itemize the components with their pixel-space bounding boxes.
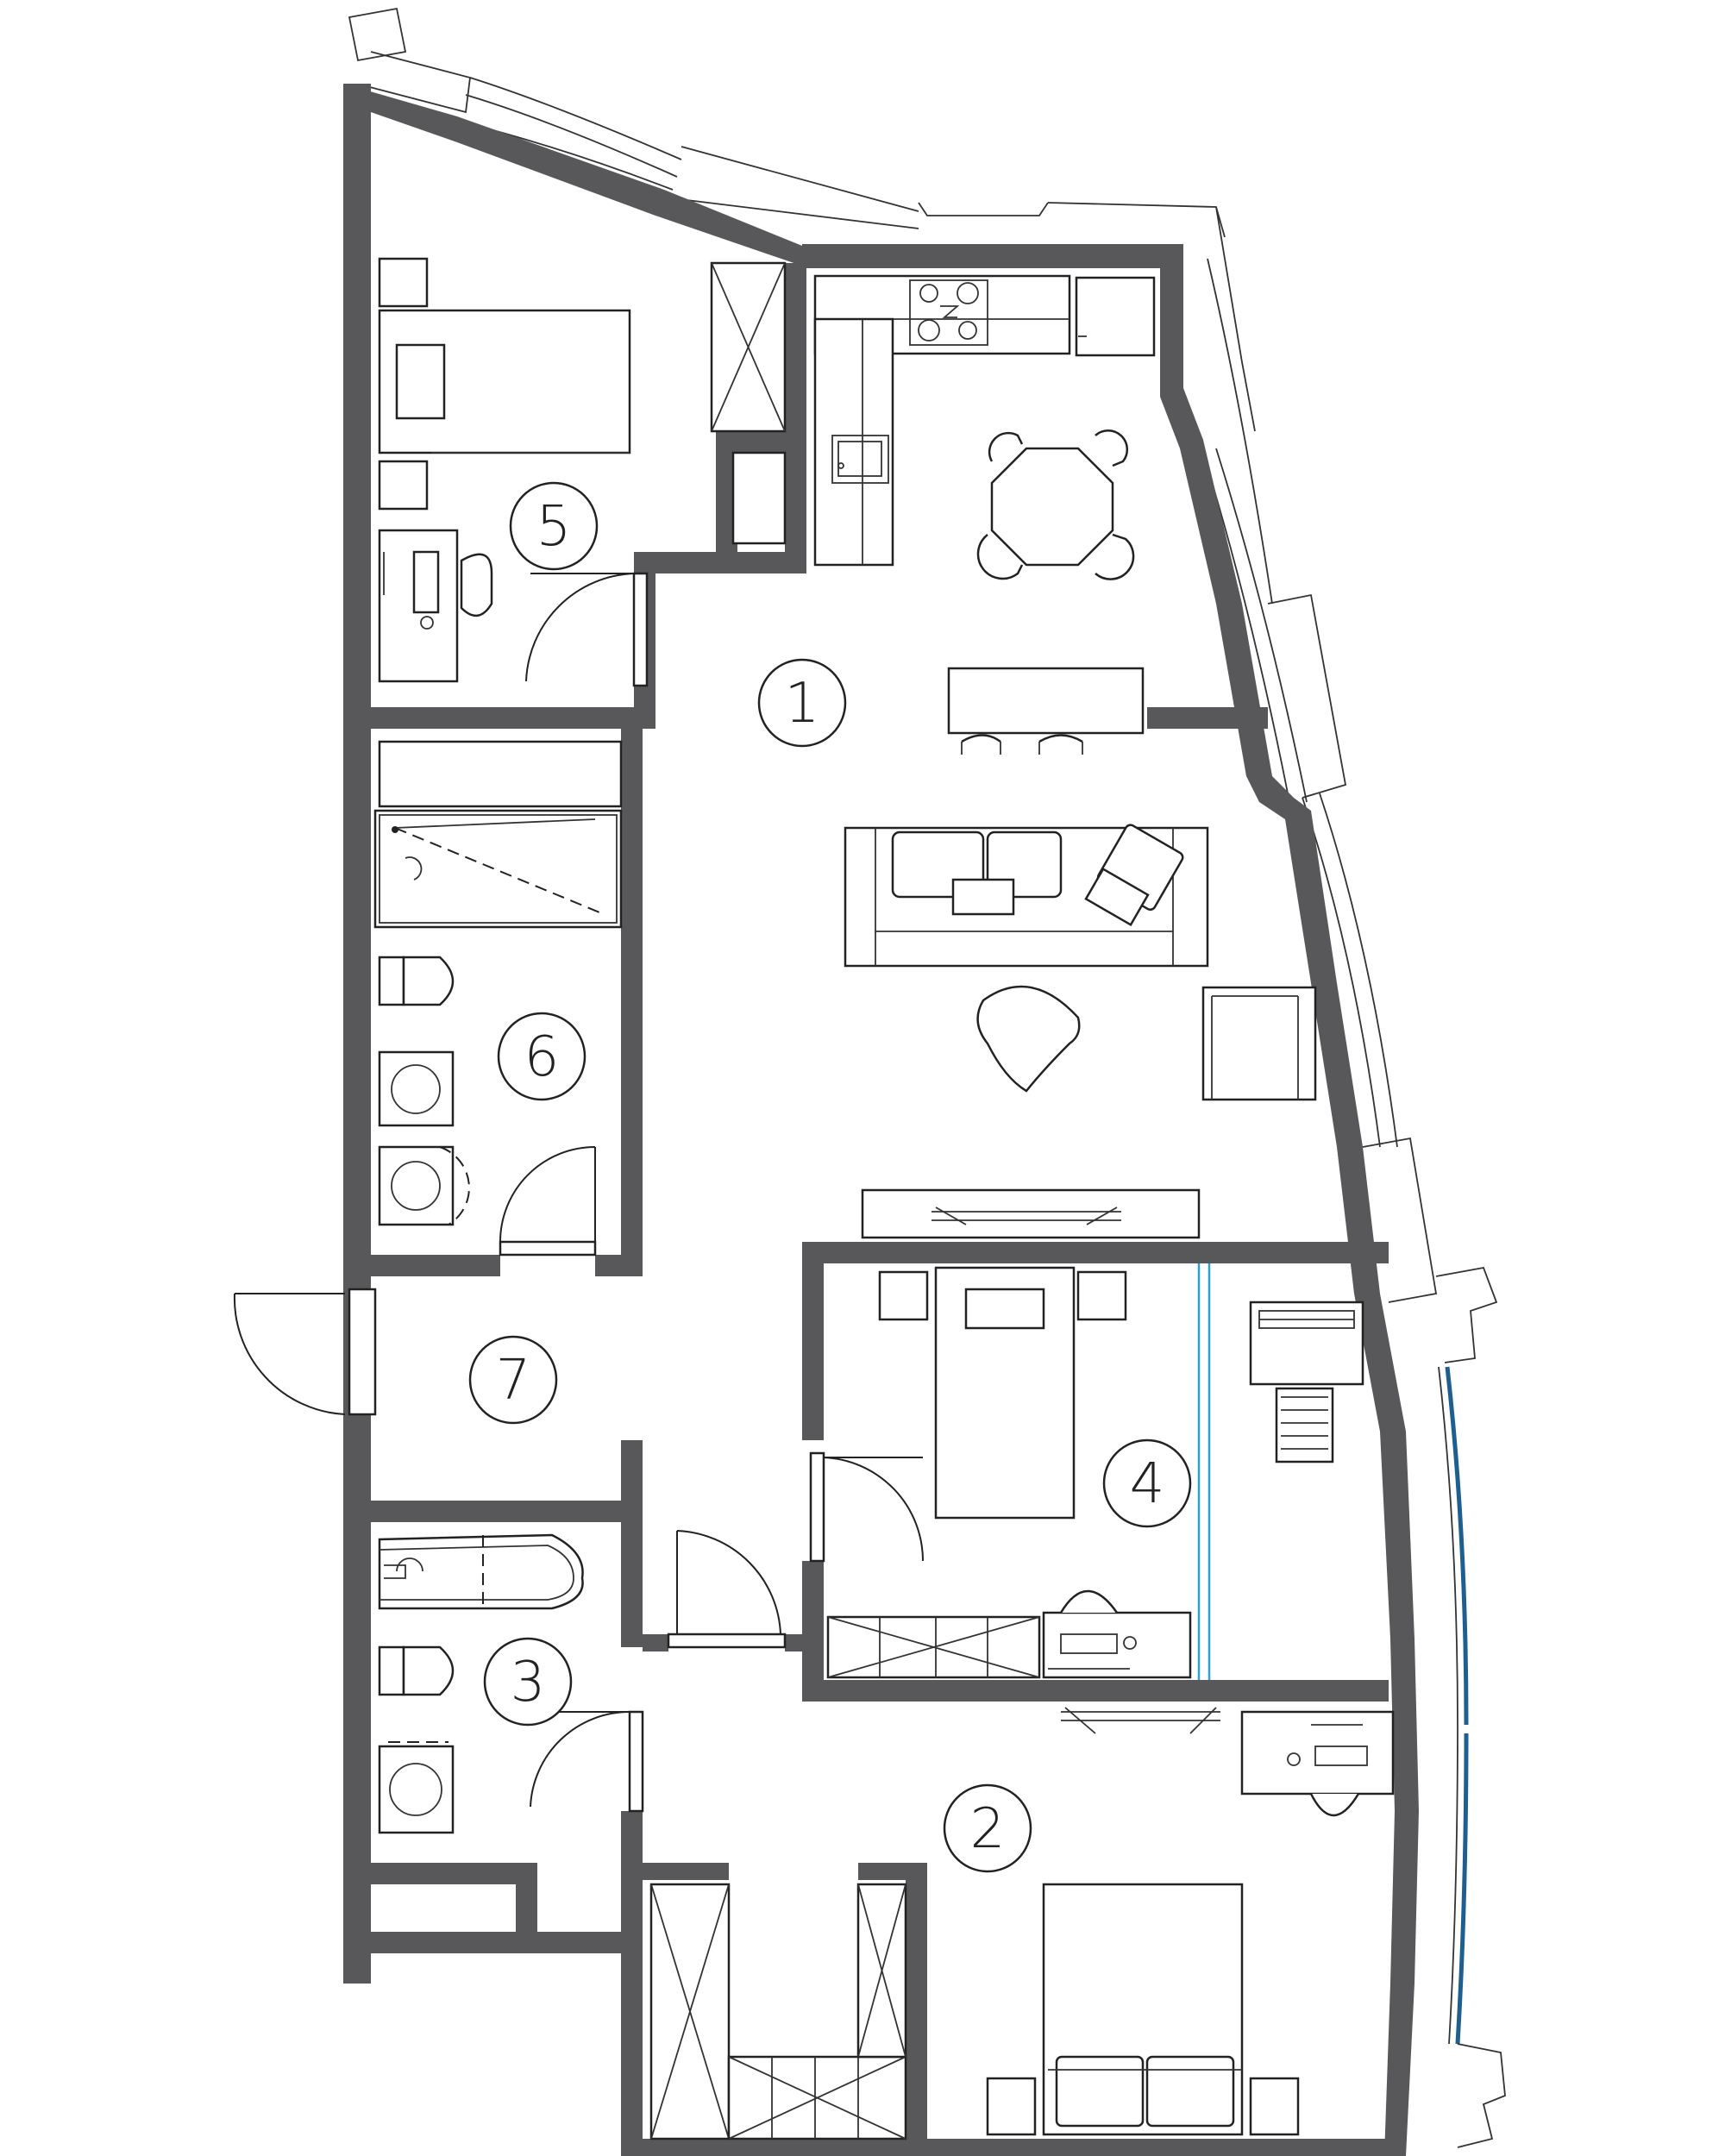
room-5-circle xyxy=(509,481,599,571)
room-2-circle xyxy=(943,1783,1032,1873)
room-1-furniture xyxy=(813,274,1317,1239)
room-6-circle xyxy=(497,1012,586,1101)
room-4-circle xyxy=(1102,1438,1192,1528)
room-3-circle xyxy=(483,1637,573,1727)
room-2-marker: 2 xyxy=(943,1783,1032,1873)
room-6-furniture xyxy=(373,740,623,1226)
room-7-label: 7 xyxy=(496,1349,531,1413)
room-5-furniture xyxy=(378,257,787,683)
room-1-marker: 1 xyxy=(757,658,847,748)
room-5-label: 5 xyxy=(536,495,572,559)
room-7-marker: 7 xyxy=(468,1335,558,1425)
walls xyxy=(343,84,1419,2156)
room-3-furniture xyxy=(378,1533,584,1834)
room-1-label: 1 xyxy=(785,672,820,736)
room-3-label: 3 xyxy=(511,1651,546,1714)
room-1-circle xyxy=(757,658,847,748)
room-4-marker: 4 xyxy=(1102,1438,1192,1528)
room-5-marker: 5 xyxy=(509,481,599,571)
room-2-label: 2 xyxy=(970,1797,1006,1861)
room-4-furniture xyxy=(826,1263,1364,1680)
room-labels: 1 2 3 4 5 6 7 xyxy=(468,481,1192,1873)
room-3-marker: 3 xyxy=(483,1637,573,1727)
room-6-label: 6 xyxy=(524,1025,560,1089)
room-4-label: 4 xyxy=(1130,1452,1165,1516)
room-6-marker: 6 xyxy=(497,1012,586,1101)
room-2-furniture xyxy=(649,1707,1395,2140)
room-7-circle xyxy=(468,1335,558,1425)
doors xyxy=(233,572,925,1813)
